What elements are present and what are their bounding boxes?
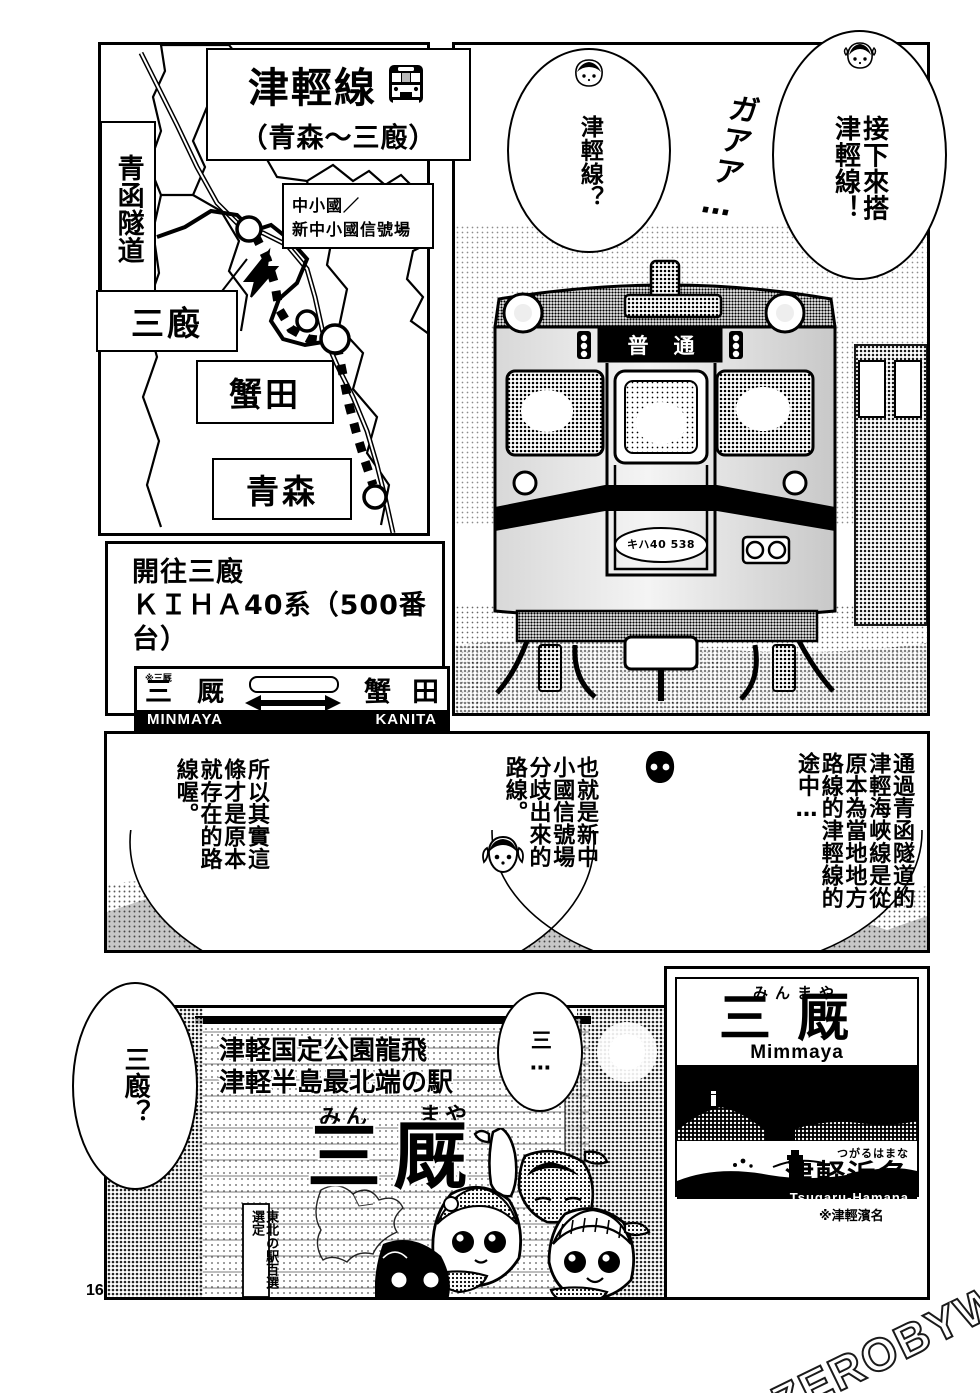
narration-right-block: 通過青函隧道的 津輕海峽線是從 原本為當地地方 路線的津輕線的 途中… — [794, 752, 914, 910]
balloon-text: 津輕線？ — [576, 114, 603, 209]
train-number-plate-text: キハ40 538 — [626, 538, 696, 551]
station-romaji: Mimmaya — [750, 1042, 844, 1063]
rollsign-left-roman: MINMAYA — [147, 711, 223, 729]
rollsign-pill-shape — [249, 676, 339, 694]
next-station-kanji: 津軽浜名 — [784, 1158, 909, 1192]
signal-callout-line2: 新中小國信號場 — [292, 220, 412, 239]
map-subtitle: （青森～三廏） — [240, 123, 437, 154]
station-furigana: みんまや — [752, 984, 841, 1002]
balloon-text: 接下來搭 津輕線！ — [830, 114, 889, 222]
balloon-tsugaru-line-question: 津輕線？ — [507, 48, 671, 253]
narration-left-block: 所以其實這 條才是原本 就存在的路 線喔。 — [172, 758, 269, 871]
train-destination-display: 普 通 — [601, 331, 723, 359]
next-station-romaji: Tsugaru-Hamana — [789, 1190, 909, 1199]
rollsign-note: ※三厩 — [145, 674, 172, 685]
balloon-text: 三廏？ — [120, 1046, 151, 1126]
chibi-head-icon — [479, 834, 527, 876]
kiha40-info-panel: 開往三廏 ＫＩＨＡ40系（500番台） ※三厩 三 厩 蟹 田 MINMAYA … — [105, 541, 450, 733]
map-label-text: 青森 — [246, 472, 318, 511]
next-station-name: つがるはまな 津軽浜名 Tsugaru-Hamana — [785, 1145, 909, 1199]
map-label-minmaya: 三廏 — [96, 290, 238, 352]
map-title: 津輕線 — [248, 64, 377, 112]
narration-mid-block: 也就是新中 小國信號場 分歧出來的 路線。 — [501, 756, 598, 869]
station-kanji: 三厩 — [718, 989, 875, 1049]
page-number: 16 — [86, 1282, 104, 1299]
rollsign-right-roman: KANITA — [375, 711, 437, 729]
map-label-kanita: 蟹田 — [196, 360, 334, 424]
rollsign-right-kanji-1: 蟹 — [364, 677, 391, 709]
info-line-1: 開往三廏 — [132, 557, 244, 588]
train-number-plate: キハ40 538 — [615, 535, 707, 553]
rollsign-left-kanji-1: 三 — [145, 677, 172, 709]
balloon-minmaya-question: 三廏？ — [72, 982, 198, 1190]
wood-sign-furigana-right: まや — [419, 1104, 472, 1129]
map-label-text: 蟹田 — [229, 375, 301, 414]
map-label-aomori: 青森 — [212, 458, 352, 520]
train-front-icon — [383, 61, 429, 107]
characters-group — [374, 1126, 673, 1297]
wood-sign-station-name: 三厩 — [307, 1114, 479, 1200]
balloon-san-ellipsis: 三… — [497, 992, 583, 1112]
wood-sign-line-2: 津軽半島最北端の駅 — [219, 1068, 454, 1098]
station-sign-panel: みんまや 三厩 Mimmaya — [664, 966, 930, 1300]
rollsign-black-bar — [137, 710, 447, 730]
map-label-seikan-tunnel: 青函隧道 — [100, 121, 156, 298]
map-label-text: 青函隧道 — [112, 154, 144, 265]
station-sign-wave-scene: つがるはまな 津軽浜名 Tsugaru-Hamana — [677, 1141, 917, 1199]
balloon-ride-tsugaru-line: 接下來搭 津輕線！ — [772, 30, 947, 280]
signal-callout-line1: 中小國／ — [292, 196, 361, 215]
info-line-2: ＫＩＨＡ40系（500番台） — [132, 590, 427, 655]
double-arrow-icon — [245, 695, 341, 712]
map-title-box: 津輕線 （青森～三廏） — [206, 48, 471, 161]
station-name-sign: みんまや 三厩 Mimmaya — [675, 977, 919, 1199]
balloon-text: 三… — [528, 1029, 553, 1075]
destination-rollsign: ※三厩 三 厩 蟹 田 MINMAYA KANITA — [134, 666, 450, 733]
chibi-head-icon — [843, 40, 877, 70]
rollsign-left-kanji-2: 厩 — [197, 677, 224, 709]
map-label-text: 三廏 — [131, 304, 203, 343]
wood-sign-line-1: 津軽国定公園龍飛 — [219, 1036, 428, 1066]
chibi-head-icon — [641, 750, 679, 784]
train-destination-text: 普 通 — [627, 334, 697, 358]
rollsign-right-kanji-2: 田 — [412, 677, 439, 709]
plaque-text: 東北の駅百選選定 — [249, 1210, 279, 1290]
map-callout-signal-post: 中小國／ 新中小國信號場 — [282, 183, 434, 249]
next-station-furigana: つがるはまな — [837, 1147, 909, 1160]
narration-panel: 通過青函隧道的 津輕海峽線是從 原本為當地地方 路線的津輕線的 途中… 也就是新… — [104, 731, 930, 953]
station-sign-night-scene — [677, 1065, 917, 1141]
chibi-head-icon — [572, 58, 606, 88]
station-sign-footnote: ※津輕濱名 — [819, 1209, 884, 1224]
station-sign-top: みんまや 三厩 Mimmaya — [677, 979, 917, 1065]
wood-sign-furigana-left: みん — [319, 1106, 372, 1131]
